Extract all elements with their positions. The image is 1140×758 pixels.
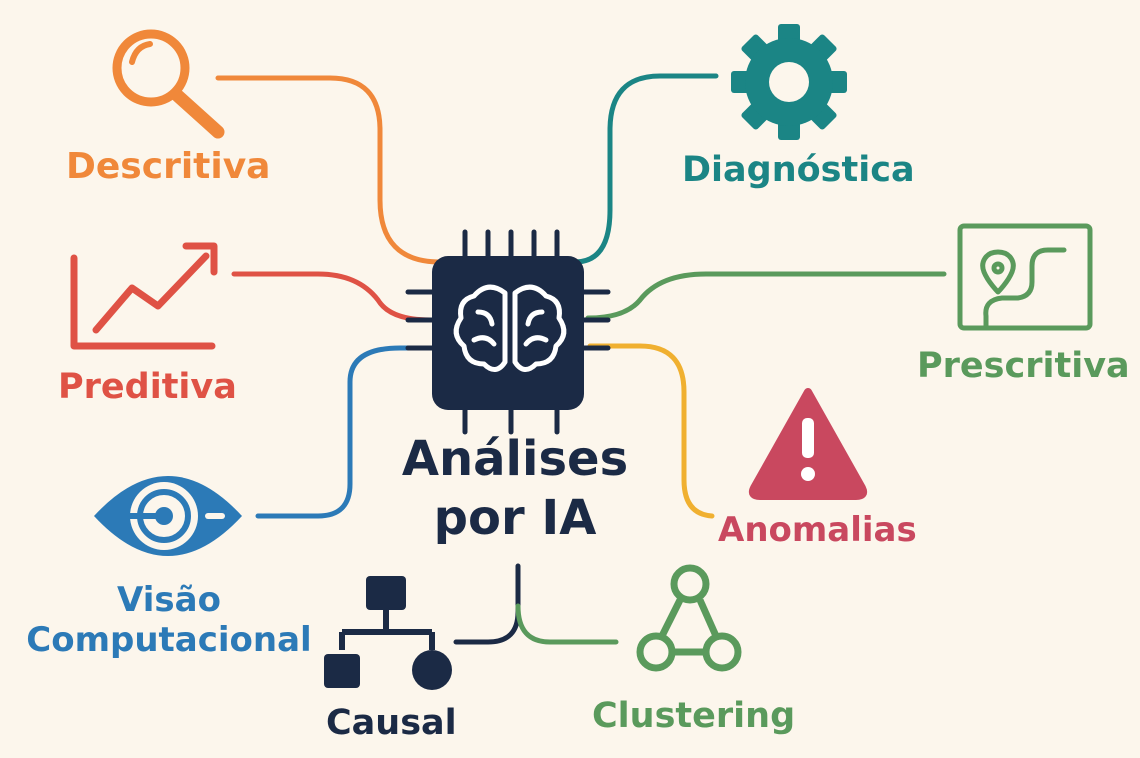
label-descritiva: Descritiva: [66, 146, 271, 187]
connector-prescritiva: [585, 271, 947, 321]
connector-causal: [453, 563, 521, 645]
center-title-line1: Análises: [401, 431, 629, 487]
map-route-icon: [957, 223, 1093, 331]
magnifier-icon: [112, 29, 225, 139]
label-anomalias: Anomalias: [718, 510, 917, 550]
center-title: Análises por IA: [380, 430, 650, 547]
label-preditiva: Preditiva: [58, 367, 237, 407]
label-diagnostica: Diagnóstica: [682, 150, 915, 190]
connector-anomalias: [587, 343, 715, 519]
connector-diagnostica: [572, 73, 719, 265]
label-clustering: Clustering: [592, 696, 796, 736]
ai-chip-brain-icon: [405, 229, 611, 435]
connector-visao: [255, 345, 435, 519]
trend-up-chart-icon: [70, 242, 218, 350]
label-causal: Causal: [326, 703, 457, 743]
label-visao-computacional: Visão Computacional: [26, 580, 312, 661]
eye-icon: [94, 476, 242, 556]
connector-preditiva: [231, 271, 433, 323]
warning-triangle-icon: [748, 388, 868, 500]
label-prescritiva: Prescritiva: [917, 346, 1130, 386]
center-title-line2: por IA: [433, 489, 597, 546]
gear-icon: [731, 24, 847, 140]
connector-descritiva: [215, 75, 443, 265]
connector-clustering: [515, 603, 619, 645]
cluster-nodes-icon: [636, 564, 742, 672]
hierarchy-icon: [324, 576, 452, 690]
